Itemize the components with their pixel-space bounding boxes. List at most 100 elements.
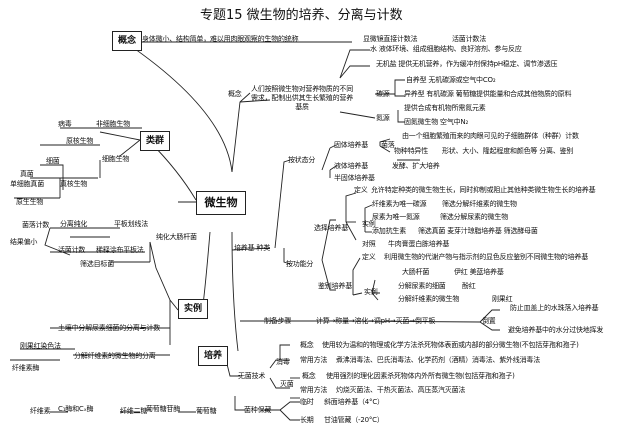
cellulose-use: 筛选分解纤维素的微生物	[442, 200, 517, 208]
bacteria-label: 细菌	[46, 157, 60, 165]
semi-solid-medium: 半固体培养基	[334, 174, 375, 182]
provide-organic-item: 提供合成有机物所需氮元素	[404, 104, 486, 112]
virus-label: 病毒	[58, 120, 72, 128]
antibiotic-use: 筛选真菌 麦芽汁琼脂培养基 筛选酵母菌	[418, 227, 538, 235]
urea-source: 尿素为唯一氮源	[372, 213, 420, 221]
temp-item: 斜面培养基（4°C）	[324, 398, 384, 406]
liquid-use: 发酵、扩大培养	[392, 162, 440, 170]
liquid-medium: 液体培养基	[334, 162, 368, 170]
solid-medium: 固体培养基	[334, 141, 368, 149]
examples-node: 实例	[178, 299, 208, 319]
long-item: 甘油管藏（-20°C）	[324, 416, 384, 424]
ident-medium: 鉴别培养基	[318, 282, 352, 290]
concept-node: 概念	[112, 31, 142, 51]
control-label: 对照	[362, 240, 376, 248]
prep-label: 制备步骤	[264, 317, 292, 325]
live-count: 活菌计数	[58, 246, 86, 254]
dilute-plate: 稀释涂布平板法	[96, 246, 144, 254]
cellulose-source: 纤维素为唯一碳源	[372, 200, 427, 208]
cellulase-label: 纤维素酶	[12, 364, 40, 372]
dis-concept: 使用较为温和的物理或化学方法杀死物体表面或内部的部分微生物(不包括芽孢和孢子)	[322, 341, 579, 349]
heterotroph-item: 异养型 有机碳源 葡萄糖提供能量和合成其他物质的原料	[404, 90, 572, 98]
medium-concept-label: 概念	[228, 90, 242, 98]
species-trait: 物种特异性	[394, 147, 428, 155]
select-def: 允许特定种类的微生物生长，同时抑制或阻止其他种类微生物生长的培养基	[371, 186, 596, 194]
ident-def: 利用微生物的代谢产物与指示剂的显色反应鉴别不同微生物的培养基	[384, 253, 588, 261]
diag-gluc-enzyme: 葡萄糖苷酶	[146, 405, 180, 413]
cellulose-mo-item: 分解纤维素的微生物	[398, 295, 460, 303]
autotroph-item: 自养型 无机碳源或空气中CO₂	[406, 76, 496, 84]
antibiotic-add: 添加抗生素	[372, 227, 406, 235]
urea-bac-item: 分解尿素的细菌	[398, 282, 446, 290]
prokaryote-label: 原核生物	[66, 137, 94, 145]
by-func-label: 按功能分	[286, 260, 314, 268]
emb-item: 伊红 美蓝培养基	[454, 268, 504, 276]
diag-glucose: 葡萄糖	[196, 407, 217, 415]
water-item: 水 液体环境、组成细胞结构、良好溶剂、参与反应	[370, 45, 522, 53]
colony-count-label: 菌落计数	[22, 221, 50, 229]
inorganic-salt-item: 无机盐 提供无机营养，作为缓冲剂保持pH稳定、调节渗透压	[376, 60, 558, 68]
ster-method-label: 常用方法	[300, 386, 328, 394]
dis-method: 煮沸消毒法、巴氏消毒法、化学药剂（酒精）消毒法、紫外线消毒法	[336, 356, 540, 364]
select-def-label: 定义	[354, 186, 368, 194]
nitrogen-source-label: 氮源	[376, 114, 390, 122]
eukaryote-label: 真核生物	[60, 180, 88, 188]
ster-concept-label: 概念	[302, 372, 316, 380]
sterile-label: 无菌技术	[238, 372, 266, 380]
ecoli-item: 大肠杆菌	[402, 268, 430, 276]
invert-label: 倒置	[482, 317, 496, 325]
dis-method-label: 常用方法	[300, 356, 328, 364]
n-fix-item: 固氮微生物 空气中N₂	[404, 118, 469, 126]
colony-desc: 由一个细胞繁殖而来的肉眼可见的子细胞群体（种群）计数	[402, 132, 579, 140]
cellulose-iso: 分解纤维素的微生物的分离	[74, 352, 156, 360]
invert-reason-2: 避免培养基中的水分过快地挥发	[508, 326, 604, 334]
culture-node: 培养	[198, 346, 228, 366]
diag-cellobiose: 纤维二糖	[120, 407, 148, 415]
carbon-source-label: 碳源	[376, 90, 390, 98]
ident-example-label: 实例	[364, 288, 378, 296]
preserve-label: 菌种保藏	[244, 406, 272, 414]
prep-steps: 计算→称量→溶化→调pH→灭菌→倒平板	[316, 317, 436, 325]
ster-concept: 使用强烈的理化因素杀死物体内外所有微生物(包括芽孢和孢子)	[326, 372, 515, 380]
urea-use: 筛选分解尿素的微生物	[440, 213, 508, 221]
concept-desc: 身体微小、结构简单，难以用肉眼观察的生物的统称	[142, 35, 299, 43]
colony-label: 菌落	[381, 141, 395, 149]
disinfect-label: 消毒	[276, 358, 290, 366]
diag-fiber: 纤维素	[30, 407, 51, 415]
sterilize-label: 灭菌	[280, 380, 294, 388]
select-example-label: 实例	[362, 220, 376, 228]
cellular-label: 细胞生物	[102, 155, 130, 163]
center-node: 微生物	[196, 191, 246, 215]
ident-def-label: 定义	[362, 253, 376, 261]
concept-tool-b: 活菌计数法	[452, 35, 486, 43]
result-small: 结果偏小	[10, 238, 38, 246]
shape-size: 形状、大小、隆起程度和颜色等 分离、鉴别	[442, 147, 574, 155]
select-medium: 选择培养基	[314, 224, 348, 232]
screen-target: 筛选目标菌	[80, 260, 114, 268]
noncell-label: 非细胞生物	[96, 120, 130, 128]
temp-label: 临时	[300, 398, 314, 406]
medium-type-label: 培养基 种类	[234, 244, 271, 252]
urea-iso: 土壤中分解尿素细菌的分离与计数	[58, 324, 160, 332]
congo-red-item: 刚果红	[492, 295, 513, 303]
dis-concept-label: 概念	[300, 341, 314, 349]
unicell-fungi-label: 单细胞真菌	[10, 180, 44, 188]
page-title: 专题15 微生物的培养、分离与计数	[200, 8, 403, 23]
categories-node: 类群	[140, 131, 170, 151]
congo-stain: 刚果红染色法	[20, 342, 61, 350]
medium-concept-desc: 人们按照微生物对营养物质的不同需求，配制出供其生长繁殖的营养基质	[251, 85, 353, 111]
isolation-label: 分离纯化	[60, 220, 88, 228]
fungi-label: 真菌	[20, 170, 34, 178]
by-state-label: 按状态分	[288, 156, 316, 164]
concept-tool-a: 显微镜直接计数法	[363, 35, 418, 43]
ster-method: 灼烧灭菌法、干热灭菌法、高压蒸汽灭菌法	[336, 386, 466, 394]
pure-ecoli: 纯化大肠杆菌	[156, 233, 197, 241]
invert-reason-1: 防止皿盖上的水珠落入培养基	[510, 304, 599, 312]
phenol-red-item: 酚红	[462, 282, 476, 290]
protozoa-label: 原生生物	[16, 198, 44, 206]
control-medium: 牛肉膏蛋白胨培养基	[388, 240, 450, 248]
streak-method: 平板划线法	[114, 220, 148, 228]
long-label: 长期	[300, 416, 314, 424]
